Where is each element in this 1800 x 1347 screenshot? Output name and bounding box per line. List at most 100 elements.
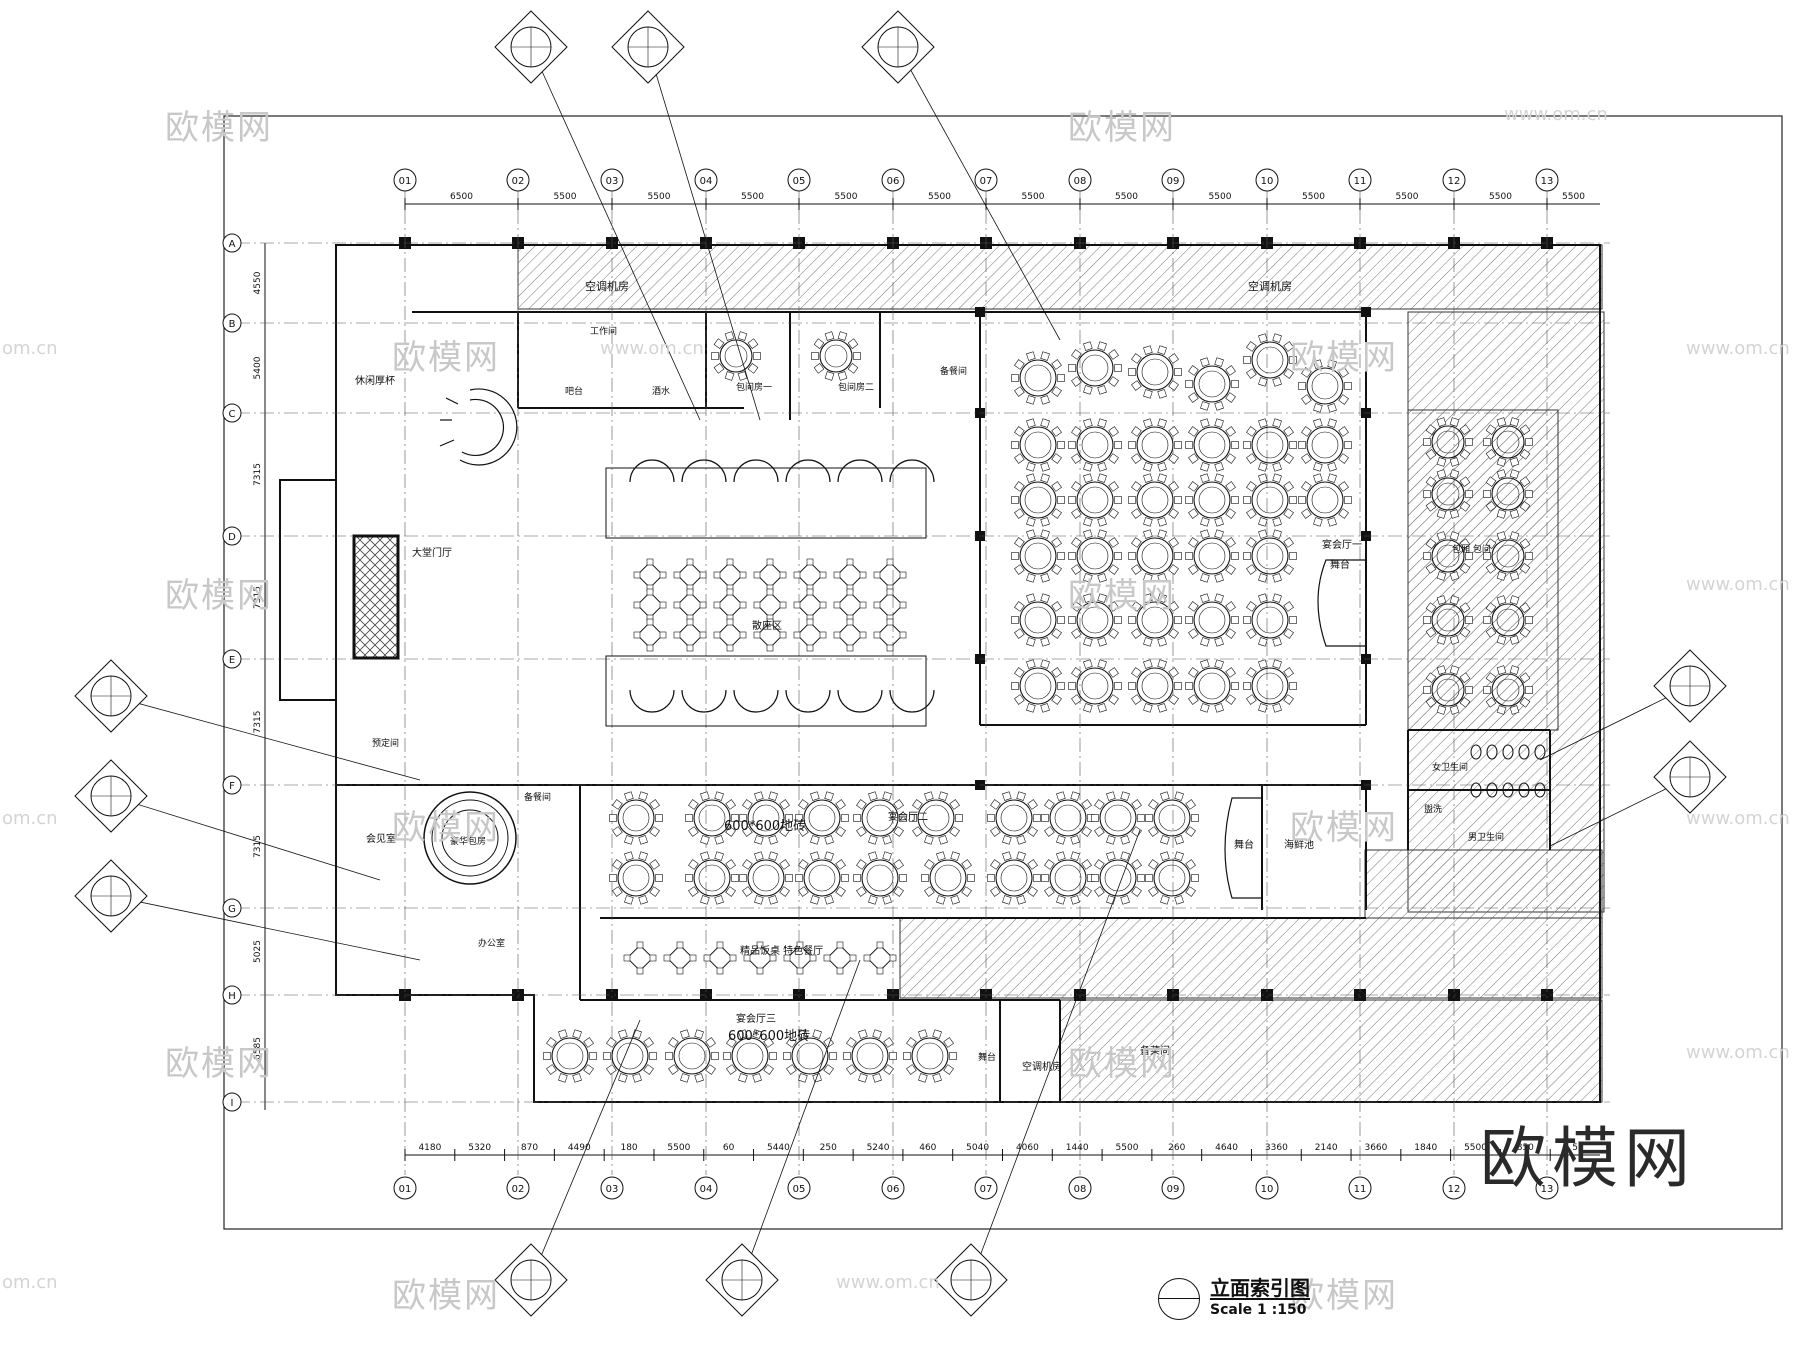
toilet-bowl [1502,744,1514,760]
round-table [1483,595,1533,645]
elevation-callout [705,959,861,1317]
round-table [609,851,663,905]
label-stage-1: 舞台 [1330,558,1350,571]
bottom-dim-label: 250 [820,1143,837,1153]
square-table [863,941,897,975]
label-men-wc: 男卫生间 [1468,831,1504,843]
top-dim-label: 5500 [835,192,858,202]
round-table [1298,418,1352,472]
round-table [603,1029,657,1083]
round-table [1011,593,1065,647]
label-banquet-hall-sub: 精品饭桌 特色餐厅 [740,944,823,957]
square-table [793,588,827,622]
round-table [903,1029,957,1083]
round-table [1185,659,1239,713]
grid-label-row-D: D [228,532,236,543]
grid-label-bottom-02: 02 [512,1184,525,1195]
booth-frame-top [605,467,927,539]
label-store-room: 备餐间 [940,365,967,377]
watermark-brand-5: 欧模网 [165,576,273,616]
bottom-dim-label: 4640 [1215,1143,1238,1153]
round-table [1298,359,1352,413]
round-table [543,1029,597,1083]
round-table [795,851,849,905]
watermark-url-7: www.om.cn [836,1272,940,1293]
label-pantry-2: 备菜间 [1140,1044,1170,1057]
round-table [853,851,907,905]
bottom-dim-label: 60 [723,1143,735,1153]
round-table [1128,345,1182,399]
round-table [1128,418,1182,472]
booth-seating [605,459,935,727]
watermark-brand-2: 欧模网 [1068,108,1176,148]
round-table [1243,593,1297,647]
elevation-callout [611,10,761,421]
grid-bubble-bottom-01 [393,1176,417,1200]
grid-bubble-top-09 [1161,168,1185,192]
top-dim-label: 5500 [928,192,951,202]
label-vip-room: 豪华包房 [450,835,486,847]
watermark-url-3: www.om.cn [1686,574,1790,595]
grid-label-bottom-08: 08 [1074,1184,1087,1195]
grid-bubble-bottom-08 [1068,1176,1092,1200]
square-table [743,941,777,975]
grid-bubble-top-07 [974,168,998,192]
top-dim-label: 5500 [1115,192,1138,202]
round-table [1011,529,1065,583]
round-table [739,851,793,905]
watermark-brand-10: 欧模网 [1068,1044,1176,1084]
column-pillar [1261,989,1273,1001]
bottom-dim-label: 1840 [1414,1143,1437,1153]
row-dim-label: 7315 [253,835,263,858]
round-table [1068,593,1122,647]
round-table [1041,791,1095,845]
round-table [1243,418,1297,472]
round-table [1068,473,1122,527]
label-washroom: 盥洗 [1424,803,1442,815]
label-wine: 酒水 [652,385,670,397]
grid-label-bottom-13: 13 [1541,1184,1554,1195]
round-table [1091,791,1145,845]
column-pillar [1361,307,1371,317]
round-table [1483,469,1533,519]
watermark-url-4: www.om.cn [1686,808,1790,829]
label-banquet-hall-1: 宴会厅一 [1322,538,1362,551]
bottom-dim-label: 5240 [867,1143,890,1153]
label-seafood-pool: 海鲜池 [1284,838,1314,851]
toilet-bowl [1470,744,1482,760]
grid-bubble-row-A [222,233,242,253]
round-table [987,791,1041,845]
grid-bubble-row-D [222,526,242,546]
booth-frame-bottom [605,655,927,727]
bottom-dim-label: 4490 [568,1143,591,1153]
elevation-callout [861,10,1061,341]
grid-label-row-F: F [229,781,235,792]
label-office: 办公室 [478,937,505,949]
square-table [703,941,737,975]
bottom-dim-label: 5500 [1464,1143,1487,1153]
grid-label-top-04: 04 [700,176,713,187]
grid-label-top-09: 09 [1167,176,1180,187]
round-table [843,1029,897,1083]
bottom-dim-label: 3360 [1265,1143,1288,1153]
row-dim-label: 7315 [253,711,263,734]
label-bar: 吧台 [565,385,583,397]
top-dim-label: 5500 [1562,192,1585,202]
bottom-dim-label: 5 [1572,1143,1578,1153]
round-table [987,851,1041,905]
watermark-brand-1: 欧模网 [165,108,273,148]
elevation-index-callouts [74,10,1727,1317]
square-table [663,941,697,975]
round-table [909,791,963,845]
label-private-room-r: 包厢 包间 [1452,543,1491,555]
grid-bubble-top-01 [393,168,417,192]
bottom-dim-label: 2140 [1315,1143,1338,1153]
round-table [853,791,907,845]
grid-label-bottom-04: 04 [700,1184,713,1195]
elevation-callout [74,659,421,781]
drawing-frame [223,115,1783,1230]
grid-bubble-row-G [222,898,242,918]
elevation-callout [494,1019,641,1317]
watermark-brand-3: 欧模网 [392,338,500,378]
